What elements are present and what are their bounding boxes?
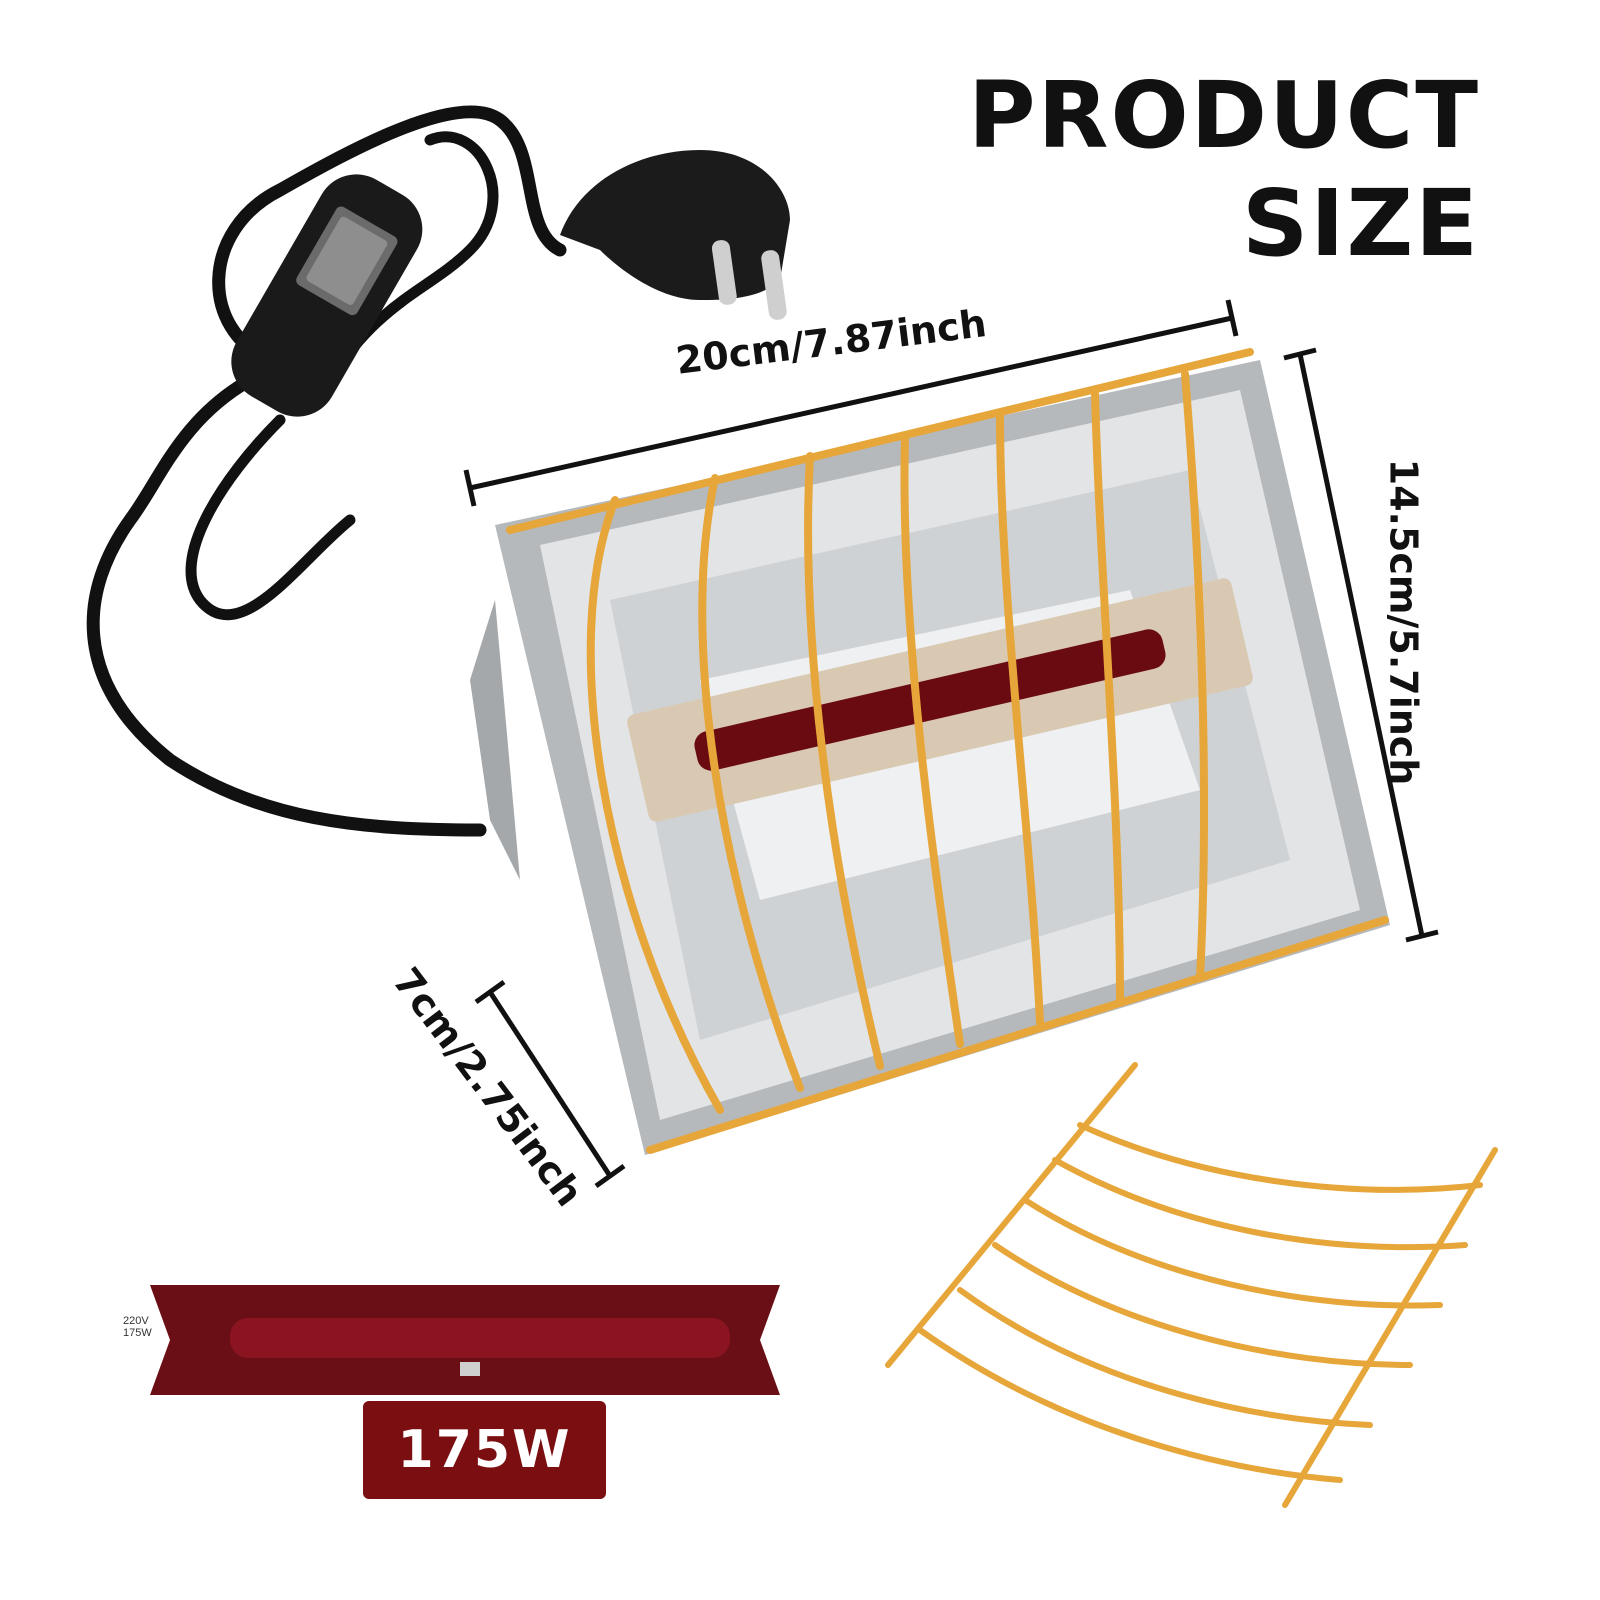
title-line-2: SIZE — [1241, 170, 1480, 277]
bulb-voltage: 220V — [123, 1315, 149, 1327]
heater-guard — [506, 348, 1389, 1154]
spare-bulb — [150, 1285, 780, 1395]
spare-guard — [885, 1062, 1498, 1508]
title-line-1: PRODUCT — [968, 62, 1480, 169]
power-badge: 175W — [363, 1401, 606, 1499]
dimension-lines — [463, 299, 1439, 1189]
power-plug — [560, 150, 790, 320]
inline-switch — [231, 174, 423, 417]
bulb-wattage: 175W — [123, 1327, 152, 1339]
power-badge-label: 175W — [397, 1420, 572, 1480]
bulb-print: 220V 175W — [123, 1315, 152, 1339]
heater-housing — [470, 360, 1390, 1155]
power-cord — [86, 105, 567, 837]
height-dimension-label: 14.5cm/5.7inch — [1381, 458, 1426, 786]
